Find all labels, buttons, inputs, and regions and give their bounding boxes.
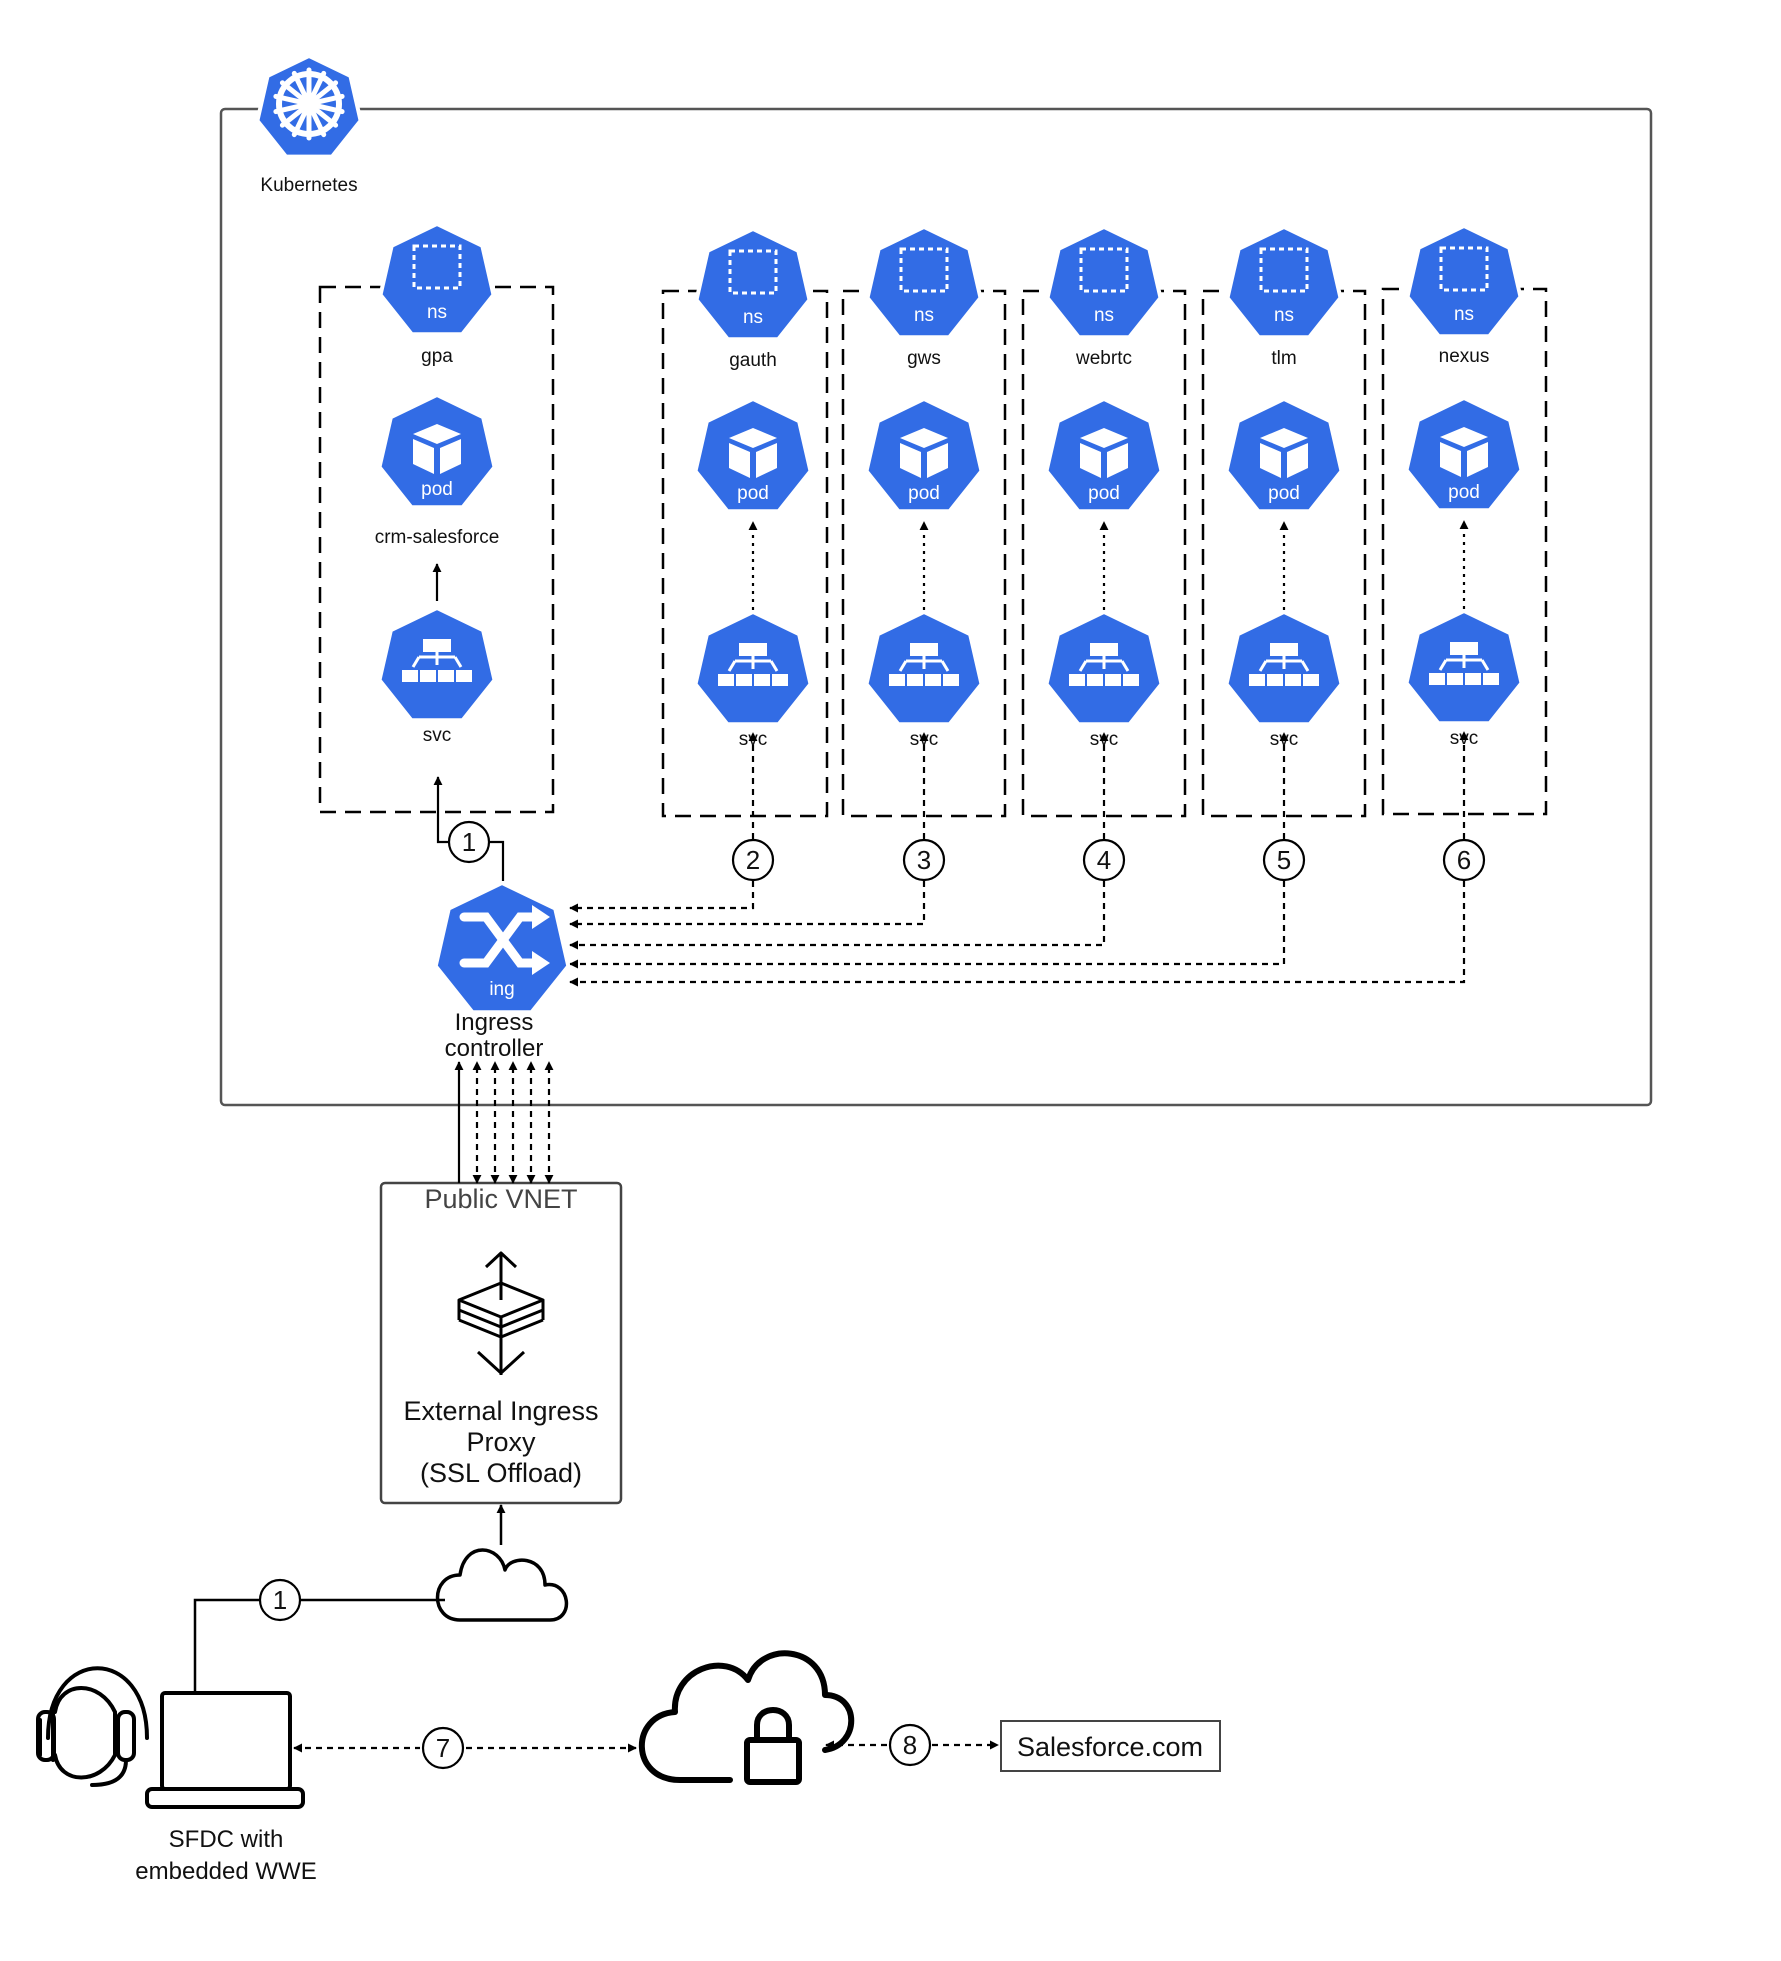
- service-icon: [1404, 608, 1524, 726]
- svg-text:1: 1: [273, 1585, 287, 1615]
- pod-badge: pod: [1268, 483, 1300, 504]
- pod-badge: pod: [421, 479, 453, 500]
- namespace-badge: ns: [1094, 305, 1114, 326]
- namespace-name: gws: [907, 348, 941, 369]
- client-label-line1: SFDC with: [169, 1826, 284, 1853]
- pod-badge: pod: [908, 483, 940, 504]
- namespace-badge: ns: [427, 302, 447, 323]
- ingress-to-gws-path: [569, 732, 929, 929]
- pod-name: crm-salesforce: [375, 527, 500, 548]
- pod-badge: pod: [737, 483, 769, 504]
- step-5-marker: 5: [1262, 838, 1306, 882]
- namespace-badge: ns: [914, 305, 934, 326]
- namespace-badge: ns: [1274, 305, 1294, 326]
- ingress-controller-icon: [433, 880, 571, 1015]
- namespace-badge: ns: [1454, 304, 1474, 325]
- step-7-marker: 7: [421, 1726, 465, 1770]
- proxy-label-line3: (SSL Offload): [420, 1458, 582, 1488]
- svg-text:1: 1: [462, 827, 476, 857]
- proxy-stack-icon: [457, 1251, 545, 1375]
- step-2-marker: 2: [731, 838, 775, 882]
- svg-text:6: 6: [1457, 845, 1471, 875]
- svg-text:5: 5: [1277, 845, 1291, 875]
- namespace-icon: [1045, 224, 1163, 340]
- laptop-to-cloud-path: [193, 1598, 445, 1693]
- salesforce-box[interactable]: [1000, 1720, 1221, 1772]
- service-badge: svc: [423, 725, 452, 746]
- pod-icon: [864, 396, 984, 514]
- svg-text:2: 2: [746, 845, 760, 875]
- namespace-name: gpa: [421, 346, 453, 367]
- pod-icon: [377, 392, 497, 510]
- service-icon: [1044, 609, 1164, 727]
- pod-icon: [1224, 396, 1344, 514]
- client-label-line2: embedded WWE: [135, 1858, 316, 1885]
- svg-text:3: 3: [917, 845, 931, 875]
- namespace-gpa: ns gpa pod crm-salesforce svc: [318, 221, 555, 814]
- namespace-name: tlm: [1271, 348, 1296, 369]
- internet-cloud-icon: [435, 1548, 568, 1622]
- ingress-to-webrtc-path: [569, 732, 1109, 950]
- proxy-label-line2: Proxy: [466, 1427, 536, 1457]
- proxy-to-ingress-arrows: [454, 1061, 554, 1184]
- namespace-name: nexus: [1439, 346, 1490, 367]
- step-6-marker: 6: [1442, 838, 1486, 882]
- svg-text:8: 8: [903, 1730, 917, 1760]
- svg-text:4: 4: [1097, 845, 1111, 875]
- service-icon: [1224, 609, 1344, 727]
- service-icon: [693, 609, 813, 727]
- service-icon: [377, 605, 497, 723]
- kubernetes-label: Kubernetes: [260, 175, 357, 196]
- kubernetes-icon: [255, 53, 363, 159]
- pod-badge: pod: [1088, 483, 1120, 504]
- ingress-to-nexus-path: [569, 731, 1469, 987]
- ingress-to-gpa-path: [433, 776, 505, 881]
- namespace-icon: [378, 221, 496, 337]
- pod-icon: [693, 396, 813, 514]
- proxy-label-line1: External Ingress: [403, 1396, 598, 1426]
- ingress-to-tlm-path: [569, 732, 1289, 969]
- namespace-icon: [865, 224, 983, 340]
- ingress-badge: ing: [489, 979, 514, 1000]
- svg-text:7: 7: [436, 1733, 450, 1763]
- step-1-marker: 1: [447, 820, 491, 864]
- step-4-marker: 4: [1082, 838, 1126, 882]
- step-8-marker: 8: [888, 1723, 932, 1767]
- namespace-name: webrtc: [1075, 348, 1132, 369]
- ingress-label-line1: Ingress: [455, 1009, 534, 1036]
- ingress-label-line2: controller: [445, 1035, 544, 1062]
- client-step-1-marker: 1: [258, 1578, 302, 1622]
- namespace-icon: [694, 226, 812, 342]
- secure-cloud-icon: [638, 1650, 855, 1785]
- namespace-name: gauth: [729, 350, 777, 371]
- public-vnet-title: Public VNET: [424, 1184, 577, 1214]
- namespace-boundary: [318, 285, 555, 814]
- ingress-to-gauth-path: [569, 732, 758, 913]
- laptop-icon: [145, 1691, 305, 1809]
- agent-headset-icon: [36, 1666, 149, 1787]
- kubernetes-cluster-frame: [219, 107, 1653, 1107]
- pod-badge: pod: [1448, 482, 1480, 503]
- step-3-marker: 3: [902, 838, 946, 882]
- service-icon: [864, 609, 984, 727]
- namespace-icon: [1225, 224, 1343, 340]
- pod-icon: [1404, 395, 1524, 513]
- namespace-icon: [1405, 223, 1523, 339]
- namespaces-layer: nsgpapodcrm-salesforcesvcnsgauthpodsvc2n…: [318, 221, 1548, 987]
- pod-icon: [1044, 396, 1164, 514]
- salesforce-label[interactable]: Salesforce.com: [1017, 1732, 1203, 1762]
- namespace-badge: ns: [743, 307, 763, 328]
